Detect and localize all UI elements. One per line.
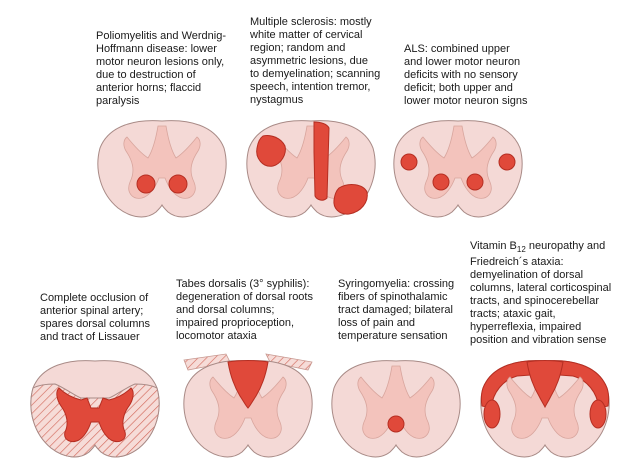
lesion-ms-dorsal	[313, 121, 330, 201]
lesion-lateral-corticospinal-left	[483, 399, 501, 429]
lesion-anterior-horn-right	[168, 174, 188, 194]
caption-anterior-spinal-artery: Complete occlusion of anterior spinal ar…	[40, 292, 151, 343]
caption-syringomyelia: Syringomyelia: crossing fibers of spinot…	[338, 278, 455, 342]
lesion-anterior-horn-left	[136, 174, 156, 194]
lesion-dorsal-columns	[526, 360, 564, 409]
lesion-anterior-gray	[56, 387, 134, 443]
caption-b12-tail: neuropathy and	[525, 240, 606, 252]
lesion-lateral-corticospinal-right	[589, 399, 607, 429]
caption-poliomyelitis: Poliomyelitis and Werdnig- Hoffmann dise…	[96, 30, 227, 107]
lesion-corticospinal-left	[400, 153, 418, 171]
cord-syringomyelia	[331, 360, 461, 458]
caption-als: ALS: combined upper and lower motor neur…	[404, 43, 528, 107]
lesion-ms-left	[256, 135, 286, 167]
cord-poliomyelitis	[97, 120, 227, 218]
lesion-central-canal	[387, 415, 405, 433]
cord-tabes-dorsalis	[183, 353, 313, 458]
lesion-dorsal-columns	[227, 360, 269, 409]
cord-b12-friedreich	[480, 360, 610, 458]
caption-b12-body: Friedreich´s ataxia: demyelination of do…	[470, 256, 612, 347]
cord-multiple-sclerosis	[246, 120, 376, 218]
lesion-ms-right	[333, 184, 368, 215]
lesion-anterior-horn-left	[432, 173, 450, 191]
lesion-corticospinal-right	[498, 153, 516, 171]
dorsal-root-right	[265, 353, 313, 371]
lesion-anterior-horn-right	[466, 173, 484, 191]
cord-als	[393, 120, 523, 218]
caption-b12-subscript: 12	[516, 245, 526, 255]
cord-anterior-spinal-artery	[30, 360, 160, 458]
caption-multiple-sclerosis: Multiple sclerosis: mostly white matter …	[250, 16, 381, 106]
caption-tabes-dorsalis: Tabes dorsalis (3° syphilis): degenerati…	[176, 278, 313, 342]
caption-b12-neuropathy: Vitamin B12 neuropathy and Friedreich´s …	[470, 240, 611, 347]
caption-b12-head: Vitamin B	[470, 240, 517, 252]
